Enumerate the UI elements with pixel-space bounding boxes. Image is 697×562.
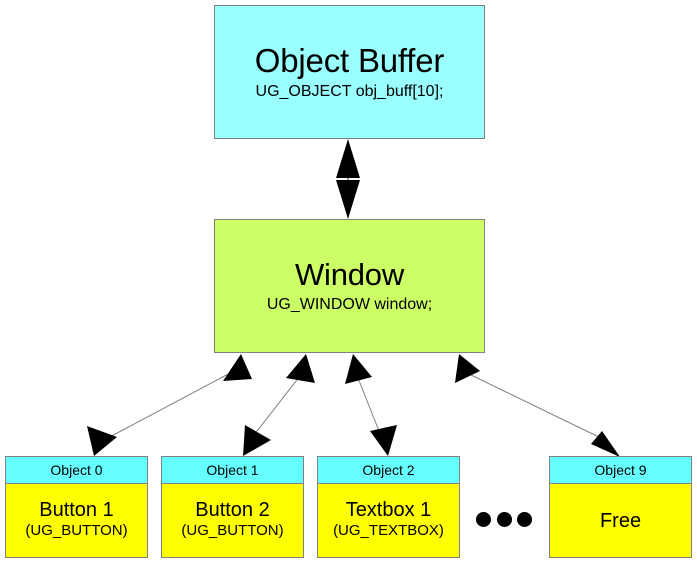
ellipsis-dot-2 <box>496 511 512 527</box>
object-slot-1-header: Object 1 <box>161 456 304 484</box>
connector-buffer-window <box>336 139 360 219</box>
object-slot-2-type: (UG_TEXTBOX) <box>333 521 444 539</box>
object-slot-9-index: Object 9 <box>594 462 647 478</box>
object-slot-2-header: Object 2 <box>317 456 460 484</box>
object-slot-1-index: Object 1 <box>206 462 259 478</box>
object-slot-0-index: Object 0 <box>50 462 103 478</box>
object-slot-9-label: Free <box>599 509 642 532</box>
object-slot-0: Object 0 Button 1 (UG_BUTTON) <box>5 456 148 558</box>
window-declaration: UG_WINDOW window; <box>266 296 433 313</box>
window-title: Window <box>294 257 405 292</box>
object-slot-1: Object 1 Button 2 (UG_BUTTON) <box>161 456 304 558</box>
object-slot-2-index: Object 2 <box>362 462 415 478</box>
object-slot-0-body: Button 1 (UG_BUTTON) <box>5 484 148 558</box>
ellipsis-dot-1 <box>476 511 491 527</box>
object-slot-0-label: Button 1 <box>39 498 114 521</box>
object-slot-1-body: Button 2 (UG_BUTTON) <box>161 484 304 558</box>
object-slot-1-type: (UG_BUTTON) <box>181 521 284 539</box>
connector-window-object-0 <box>87 354 252 456</box>
connector-window-object-2 <box>345 354 397 456</box>
object-slot-2-label: Textbox 1 <box>345 498 432 521</box>
object-slot-0-type: (UG_BUTTON) <box>25 521 128 539</box>
object-slot-9: Object 9 Free <box>549 456 692 558</box>
ellipsis-indicator <box>476 510 532 528</box>
ellipsis-dot-3 <box>517 511 532 527</box>
window-node: Window UG_WINDOW window; <box>214 219 485 353</box>
object-slot-9-body: Free <box>549 484 692 558</box>
object-slot-2-body: Textbox 1 (UG_TEXTBOX) <box>317 484 460 558</box>
object-buffer-declaration: UG_OBJECT obj_buff[10]; <box>255 83 444 100</box>
connector-window-object-9 <box>455 354 620 457</box>
connector-window-object-1 <box>243 354 315 456</box>
object-slot-9-header: Object 9 <box>549 456 692 484</box>
object-slot-0-header: Object 0 <box>5 456 148 484</box>
object-slot-2: Object 2 Textbox 1 (UG_TEXTBOX) <box>317 456 460 558</box>
object-slot-1-label: Button 2 <box>195 498 270 521</box>
object-buffer-title: Object Buffer <box>254 42 445 79</box>
object-buffer-node: Object Buffer UG_OBJECT obj_buff[10]; <box>214 5 485 139</box>
